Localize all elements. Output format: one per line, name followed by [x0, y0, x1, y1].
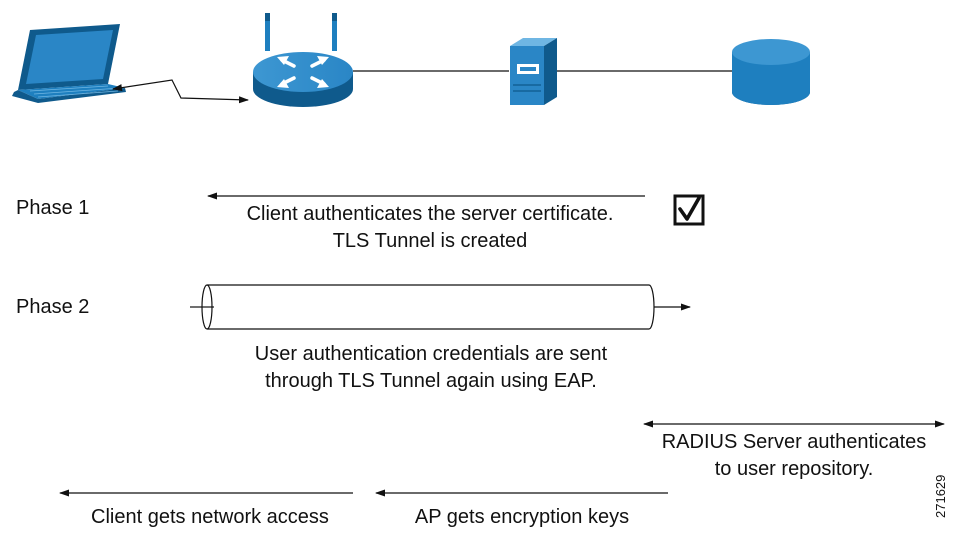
phase1-label: Phase 1 — [16, 197, 89, 219]
phase2-message-line2: through TLS Tunnel again using EAP. — [265, 370, 597, 392]
access-point-router-icon — [253, 13, 353, 107]
database-icon — [732, 39, 810, 105]
phase1-message-line2: TLS Tunnel is created — [333, 230, 528, 252]
checkbox-checked-icon — [673, 194, 705, 226]
radius-server-icon — [510, 38, 557, 105]
phase2-label: Phase 2 — [16, 296, 89, 318]
tls-tunnel — [190, 284, 691, 330]
client-access-message: Client gets network access — [91, 506, 329, 528]
laptop-icon — [12, 24, 126, 103]
radius-message-line2: to user repository. — [715, 458, 874, 480]
phase1-message-line1: Client authenticates the server certific… — [247, 203, 614, 225]
ap-keys-message: AP gets encryption keys — [415, 506, 629, 528]
radius-message-line1: RADIUS Server authenticates — [662, 431, 927, 453]
phase2-message-line1: User authentication credentials are sent — [255, 343, 608, 365]
figure-id: 271629 — [933, 475, 948, 518]
wireless-link — [112, 79, 249, 104]
